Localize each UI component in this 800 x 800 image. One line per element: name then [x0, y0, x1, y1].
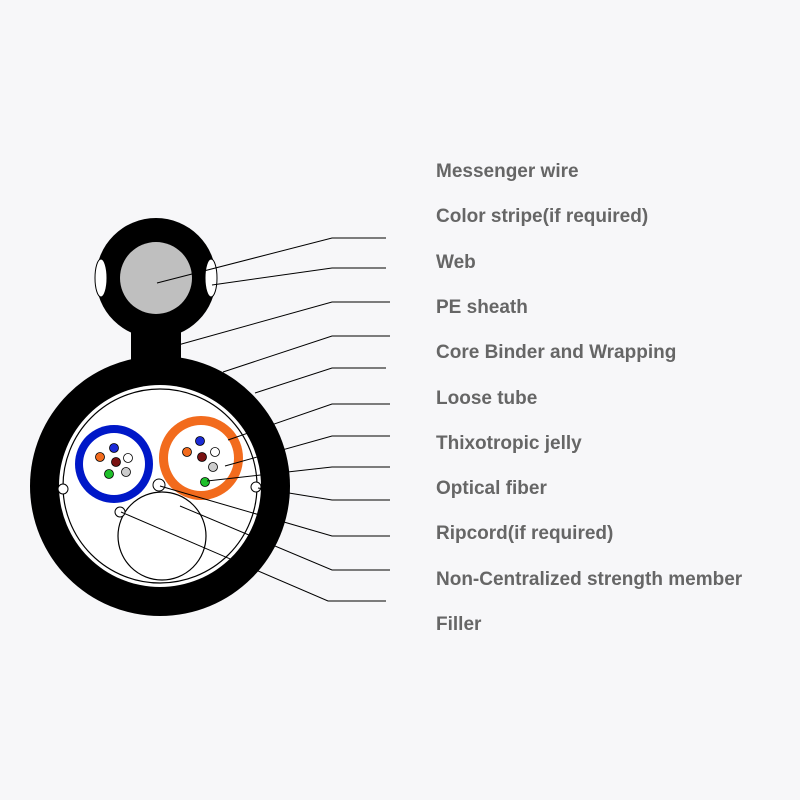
optical-fiber	[208, 462, 218, 472]
leader-line	[120, 511, 386, 602]
leader-line	[177, 301, 390, 346]
leader-line	[257, 487, 390, 501]
strength-member	[114, 506, 126, 518]
optical-fiber	[182, 447, 192, 457]
leader-line	[156, 237, 386, 284]
label-ripcord: Ripcord(if required)	[436, 523, 614, 544]
leader-line	[211, 267, 386, 286]
filler	[117, 491, 207, 581]
label-thixotropic-jelly: Thixotropic jelly	[436, 433, 582, 454]
optical-fiber	[123, 453, 133, 463]
optical-fiber	[121, 467, 131, 477]
label-messenger-wire: Messenger wire	[436, 161, 579, 182]
color-stripe-left	[94, 258, 108, 298]
optical-fiber	[104, 469, 114, 479]
label-web: Web	[436, 252, 476, 273]
leader-line	[227, 403, 390, 441]
leader-lines	[120, 237, 390, 602]
label-pe-sheath: PE sheath	[436, 297, 528, 318]
color-stripe-right	[204, 258, 218, 298]
optical-fiber	[111, 457, 121, 467]
leader-line	[222, 335, 390, 373]
optical-fiber	[195, 436, 205, 446]
leader-line	[224, 435, 390, 467]
messenger-wire	[120, 242, 192, 314]
ripcord	[250, 481, 262, 493]
optical-fiber	[200, 477, 210, 487]
label-optical-fiber: Optical fiber	[436, 478, 547, 499]
label-color-stripe: Color stripe(if required)	[436, 206, 649, 227]
optical-fiber	[95, 452, 105, 462]
leader-line	[179, 505, 390, 571]
label-filler: Filler	[436, 614, 482, 635]
leader-line	[254, 367, 386, 394]
leader-line	[159, 485, 390, 537]
label-core-binder: Core Binder and Wrapping	[436, 342, 677, 363]
leader-line	[206, 466, 390, 482]
label-strength-member: Non-Centralized strength member	[436, 569, 743, 590]
label-loose-tube: Loose tube	[436, 388, 538, 409]
strength-member	[152, 478, 166, 492]
ripcord	[57, 483, 69, 495]
optical-fiber	[197, 452, 207, 462]
optical-fiber	[109, 443, 119, 453]
optical-fiber	[210, 447, 220, 457]
